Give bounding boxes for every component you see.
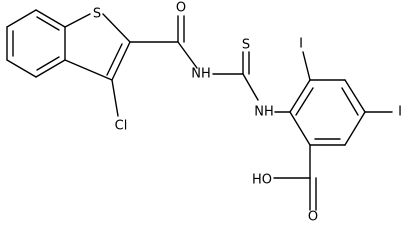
atom-label-layer: S O S NH NH Cl I I HO O	[93, 1, 402, 225]
bond-ring-c6-c1	[289, 111, 311, 146]
atom-label-iodine-top: I	[299, 37, 303, 52]
bond-c7a-s1	[64, 13, 91, 28]
bond-c2-c3-inner	[106, 43, 123, 76]
atom-label-acid-oxygen: O	[308, 210, 318, 225]
bond-ring-c3-c4	[344, 79, 366, 113]
atom-label-acid-oh: HO	[252, 173, 272, 188]
bond-c3a-c7a-inner	[36, 16, 60, 31]
molecule-structure: S O S NH NH Cl I I HO O	[6, 1, 402, 225]
bond-ring-c3-c4-inner	[341, 87, 359, 116]
bond-ring-c1-c2-inner	[295, 87, 314, 116]
bond-c5-c4-inner	[36, 56, 60, 71]
bond-c7a-c7	[6, 9, 37, 28]
bond-carbonyl-nh	[177, 41, 198, 69]
bond-s1-c2	[102, 13, 131, 43]
bond-thiocarbonyl-nh	[242, 73, 259, 101]
atom-label-ring-sulfur: S	[93, 7, 101, 22]
bond-c2-c3	[111, 41, 131, 81]
structure-canvas: S O S NH NH Cl I I HO O	[6, 1, 402, 225]
bond-c6-c5	[6, 59, 37, 78]
bond-c3a-c7a	[35, 9, 66, 28]
atom-label-thione-sulfur: S	[242, 38, 250, 53]
atom-label-thiourea-nh: NH	[254, 105, 274, 120]
bond-ring-c4-c5	[344, 111, 366, 146]
atom-label-chlorine: Cl	[115, 119, 128, 134]
bond-c5-c4	[35, 59, 66, 78]
atom-label-carbonyl-oxygen: O	[176, 1, 186, 16]
atom-label-amide-nh: NH	[191, 67, 211, 82]
bond-layer	[6, 9, 393, 211]
bond-ring-i-top	[302, 51, 311, 81]
atom-label-iodine-right: I	[398, 105, 402, 120]
bond-ring-c1-c2	[289, 79, 311, 113]
bond-c3-cl	[111, 79, 119, 117]
bond-c3-c3a	[64, 59, 113, 81]
